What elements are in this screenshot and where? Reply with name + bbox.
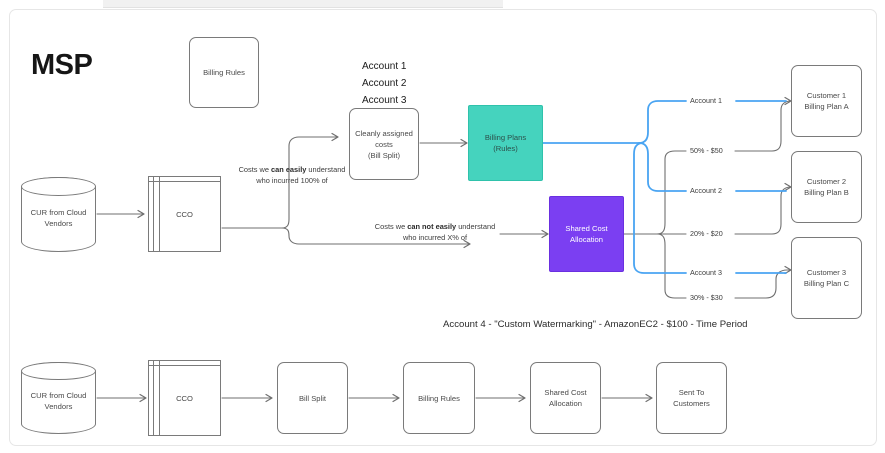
accounts-list-item-3: Account 3	[362, 95, 407, 106]
cur-top-line-2: Vendors	[44, 218, 73, 228]
footnote-account-4: Account 4 - "Custom Watermarking" - Amaz…	[443, 319, 748, 330]
easy-line-2: who incurred 100% of	[256, 176, 328, 186]
cco-top-rail-1	[153, 176, 154, 252]
browser-tab-strip	[103, 0, 503, 8]
wire-label-account-1: Account 1	[687, 96, 725, 105]
billing-plans-line-2: (Rules)	[493, 144, 518, 153]
node-sent-to-customers[interactable]: Sent To Customers	[656, 362, 727, 434]
node-bill-split-label: Bill Split	[298, 393, 326, 403]
node-cleanly-assigned-costs-label: Cleanly assigned costs (Bill Split)	[351, 128, 417, 161]
node-customer-3-label: Customer 3 Billing Plan C	[800, 267, 853, 289]
page-title: MSP	[31, 49, 93, 81]
cco-top-rail-3	[148, 181, 221, 182]
node-cco-top[interactable]: CCO	[148, 176, 221, 252]
cco-top-outer	[148, 176, 221, 252]
cco-bottom-rail-3	[148, 365, 221, 366]
accounts-list: Account 1 Account 2 Account 3	[362, 58, 406, 109]
node-customer-2-label: Customer 2 Billing Plan B	[800, 176, 853, 198]
node-cco-top-label: CCO	[176, 209, 193, 219]
branch-label-easy: Costs we can easily understand who incur…	[232, 164, 352, 186]
billing-plans-line-1: Billing Plans	[484, 133, 527, 142]
easy-prefix: Costs we	[238, 165, 272, 174]
node-shared-cost-allocation[interactable]: Shared Cost Allocation	[549, 196, 624, 272]
easy-bold: can easily	[271, 165, 307, 174]
node-cco-bottom-label: CCO	[176, 393, 193, 403]
wire-label-split-2: 20% - $20	[687, 229, 726, 238]
wire-label-split-3: 30% - $30	[687, 293, 726, 302]
easy-suffix: understand	[306, 165, 346, 174]
node-customer-2[interactable]: Customer 2 Billing Plan B	[791, 151, 862, 223]
node-billing-rules-top-label: Billing Rules	[203, 68, 245, 77]
customer-1-name: Customer 1	[806, 91, 847, 100]
wire-label-split-1: 50% - $50	[687, 146, 726, 155]
customer-2-name: Customer 2	[806, 177, 847, 186]
node-shared-cost-bottom-label: Shared Cost Allocation	[540, 387, 590, 409]
hard-prefix: Costs we	[374, 222, 408, 231]
node-cur-bottom-label: CUR from Cloud Vendors	[31, 384, 87, 412]
node-cco-bottom[interactable]: CCO	[148, 360, 221, 436]
shared-cost-line-1: Shared Cost	[565, 224, 608, 233]
cur-bottom-line-1: CUR from Cloud	[30, 391, 87, 400]
node-billing-rules-bottom[interactable]: Billing Rules	[403, 362, 475, 434]
node-shared-cost-bottom[interactable]: Shared Cost Allocation	[530, 362, 601, 434]
cleanly-line-1: Cleanly assigned	[355, 128, 413, 138]
wire-label-account-3: Account 3	[687, 268, 725, 277]
customer-2-plan: Billing Plan B	[804, 188, 849, 197]
node-bill-split-bottom[interactable]: Bill Split	[277, 362, 348, 434]
hard-bold: can not easily	[407, 222, 457, 231]
wire-label-account-2: Account 2	[687, 186, 725, 195]
hard-line-2: who incurred X% of	[402, 233, 468, 243]
node-billing-rules-top[interactable]: Billing Rules	[189, 37, 259, 108]
node-customer-1-label: Customer 1 Billing Plan A	[800, 90, 852, 112]
accounts-list-item-2: Account 2	[362, 78, 407, 89]
node-customer-3[interactable]: Customer 3 Billing Plan C	[791, 237, 862, 319]
node-cur-top-label: CUR from Cloud Vendors	[31, 201, 87, 229]
node-cur-cloud-vendors-bottom[interactable]: CUR from Cloud Vendors	[21, 362, 96, 434]
customer-1-plan: Billing Plan A	[804, 102, 849, 111]
cur-top-line-1: CUR from Cloud	[30, 207, 87, 217]
shared-cost-line-2: Allocation	[570, 235, 603, 244]
cleanly-line-3: (Bill Split)	[367, 150, 401, 160]
node-shared-cost-allocation-label: Shared Cost Allocation	[561, 223, 611, 245]
shared-cost-bottom-line-2: Allocation	[549, 399, 582, 408]
cco-top-rail-2	[159, 176, 160, 252]
branch-label-hard: Costs we can not easily understand who i…	[363, 221, 507, 243]
accounts-list-item-1: Account 1	[362, 61, 407, 72]
node-sent-to-customers-label: Sent To Customers	[673, 388, 710, 408]
cco-bottom-outer	[148, 360, 221, 436]
customer-3-plan: Billing Plan C	[803, 279, 850, 288]
node-cur-cloud-vendors-top[interactable]: CUR from Cloud Vendors	[21, 177, 96, 252]
customer-3-name: Customer 3	[806, 268, 847, 277]
cur-bottom-line-2: Vendors	[44, 402, 73, 411]
node-billing-rules-bottom-label: Billing Rules	[418, 393, 460, 403]
cco-bottom-rail-1	[153, 360, 154, 436]
window-top-strip	[0, 0, 885, 9]
node-billing-plans-rules[interactable]: Billing Plans (Rules)	[468, 105, 543, 181]
cco-bottom-rail-2	[159, 360, 160, 436]
node-billing-plans-label: Billing Plans (Rules)	[481, 132, 530, 154]
node-cleanly-assigned-costs[interactable]: Cleanly assigned costs (Bill Split)	[349, 108, 419, 180]
node-customer-1[interactable]: Customer 1 Billing Plan A	[791, 65, 862, 137]
cleanly-line-2: costs	[375, 139, 393, 149]
shared-cost-bottom-line-1: Shared Cost	[544, 388, 587, 397]
hard-suffix: understand	[456, 222, 496, 231]
